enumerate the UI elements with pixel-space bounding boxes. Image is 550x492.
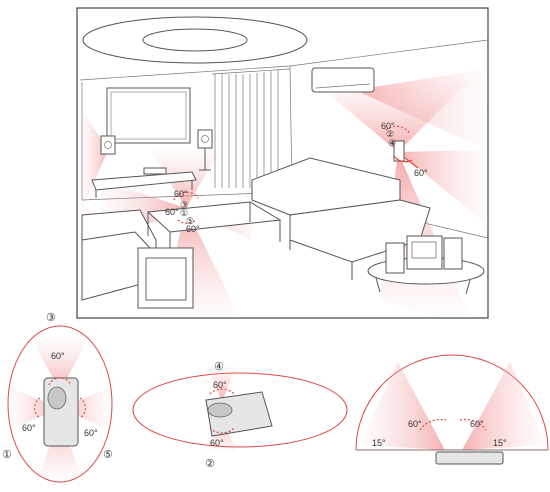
mini-system-speaker-right [443, 237, 463, 270]
table-angle-bottom-label: 60° [186, 224, 200, 234]
horizontal-top-angle: 60° [213, 380, 227, 390]
wall-mark-1: ② [386, 129, 394, 139]
wall-angle-label: 60° [381, 121, 395, 131]
vertical-right-angle: 60° [84, 428, 98, 438]
room-cone-wall-right [398, 150, 488, 225]
wall-side-angle-label: 60° [414, 168, 428, 178]
table-mark-1: ③ [180, 200, 188, 210]
room-cone-wall-up [330, 80, 470, 152]
table-mark-2: ① [180, 208, 188, 218]
vertical-right-marker: ⑤ [103, 449, 113, 461]
wall-mark-2: ④ [388, 138, 396, 148]
vertical-cone-bottom [38, 418, 82, 478]
left-bookshelf-speaker [100, 135, 116, 155]
horizontal-bottom-angle: 60° [210, 438, 224, 448]
room-illustration: 60° ② ④ 60° 60° 60° 60° ③ ① ⑤ [76, 7, 489, 319]
tilt-left-tilt: 15° [372, 438, 386, 448]
ceiling-oval-outer [82, 16, 308, 64]
table-mark-3: ⑤ [186, 216, 194, 226]
tv-stand [91, 171, 197, 191]
tilt-placement-diagram: 60° 60° 15° 15° [355, 354, 549, 465]
tilt-right-tilt: 15° [493, 438, 507, 448]
vertical-top-marker: ③ [46, 312, 56, 324]
horizontal-top-marker: ④ [214, 361, 224, 373]
vertical-cone-top [32, 338, 88, 392]
table-angle-top-label: 60° [174, 189, 188, 199]
tilt-cone-right [462, 362, 546, 450]
tilt-cone-left [360, 362, 445, 450]
ceiling-oval-inner [142, 28, 248, 52]
table-angle-left-label: 60° [165, 207, 179, 217]
room-cone-left-speaker [82, 110, 108, 210]
vertical-placement-diagram: ③ ① ⑤ 60° 60° 60° [2, 312, 113, 483]
mini-system-speaker-left [385, 242, 405, 274]
tilt-right-angle: 60° [470, 419, 484, 429]
vertical-left-marker: ① [2, 449, 12, 461]
right-bookshelf-speaker [197, 129, 213, 149]
vertical-top-angle: 60° [51, 351, 65, 361]
tilt-left-angle: 60° [408, 419, 422, 429]
horizontal-cone-bottom [206, 420, 238, 452]
horizontal-placement-diagram: ④ ② 60° 60° [132, 361, 348, 470]
horizontal-bottom-marker: ② [205, 458, 215, 470]
wall-tv [106, 87, 191, 144]
wall-speaker [393, 140, 405, 162]
air-conditioner [311, 67, 375, 93]
horizontal-cone-top [208, 366, 236, 402]
wall-tv-screen [110, 91, 187, 140]
curtains [211, 68, 291, 188]
vertical-left-angle: 60° [22, 423, 36, 433]
tilt-speaker [435, 451, 504, 465]
